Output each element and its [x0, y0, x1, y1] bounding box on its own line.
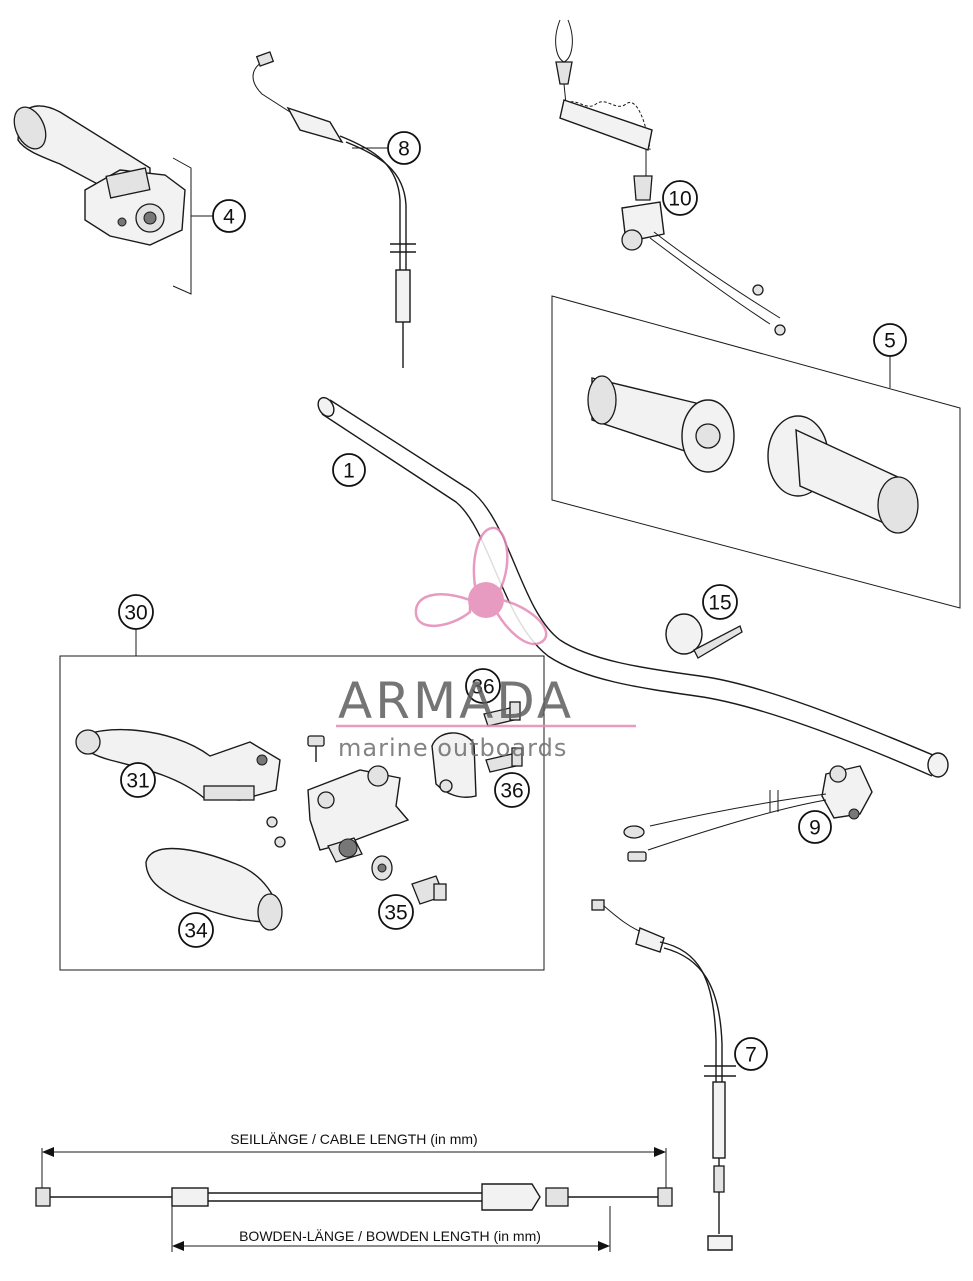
callout-30: 30 [118, 594, 154, 630]
callout-4: 4 [212, 199, 246, 233]
svg-text:1: 1 [343, 460, 355, 483]
cable-length-label: SEILLÄNGE / CABLE LENGTH (in mm) [230, 1131, 477, 1147]
callout-34: 34 [178, 912, 214, 948]
callout-9: 9 [798, 810, 832, 844]
callout-7: 7 [734, 1037, 768, 1071]
svg-text:5: 5 [884, 330, 896, 353]
watermark: ARMADA marine outboards [336, 526, 636, 762]
callout-36-upper: 36 [465, 668, 501, 704]
part-30-lever-assembly [59, 628, 545, 971]
svg-text:9: 9 [809, 817, 821, 840]
svg-text:36: 36 [471, 676, 494, 699]
part-5-grip-set [551, 295, 961, 609]
cable-length-dimension: SEILLÄNGE / CABLE LENGTH (in mm) BOWDEN-… [35, 1131, 673, 1252]
callout-35: 35 [378, 894, 414, 930]
callout-36-lower: 36 [494, 772, 530, 808]
callout-10: 10 [662, 180, 698, 216]
part-4-throttle-grip [13, 105, 192, 295]
callout-15: 15 [702, 584, 738, 620]
part-15-cable-tie [665, 613, 743, 659]
callout-8: 8 [387, 131, 421, 165]
callout-5: 5 [873, 323, 907, 357]
part-7-cable [591, 899, 736, 1251]
svg-text:35: 35 [384, 902, 407, 925]
svg-text:8: 8 [398, 138, 410, 161]
part-10-kill-switch [555, 19, 786, 336]
leader-lines [191, 147, 891, 388]
svg-text:31: 31 [126, 770, 149, 793]
watermark-subtitle: marine outboards [338, 734, 567, 762]
part-8-throttle-cable [252, 51, 416, 368]
watermark-title: ARMADA [338, 672, 574, 730]
svg-text:10: 10 [668, 188, 691, 211]
part-9-switch [623, 765, 873, 862]
svg-text:36: 36 [500, 780, 523, 803]
svg-text:30: 30 [124, 602, 147, 625]
bowden-length-label: BOWDEN-LÄNGE / BOWDEN LENGTH (in mm) [239, 1228, 541, 1244]
svg-text:15: 15 [708, 592, 731, 615]
callout-1: 1 [332, 453, 366, 487]
svg-text:7: 7 [745, 1044, 757, 1067]
callout-31: 31 [120, 762, 156, 798]
propeller-logo [414, 526, 548, 646]
svg-text:34: 34 [184, 920, 208, 943]
svg-text:4: 4 [223, 206, 235, 229]
